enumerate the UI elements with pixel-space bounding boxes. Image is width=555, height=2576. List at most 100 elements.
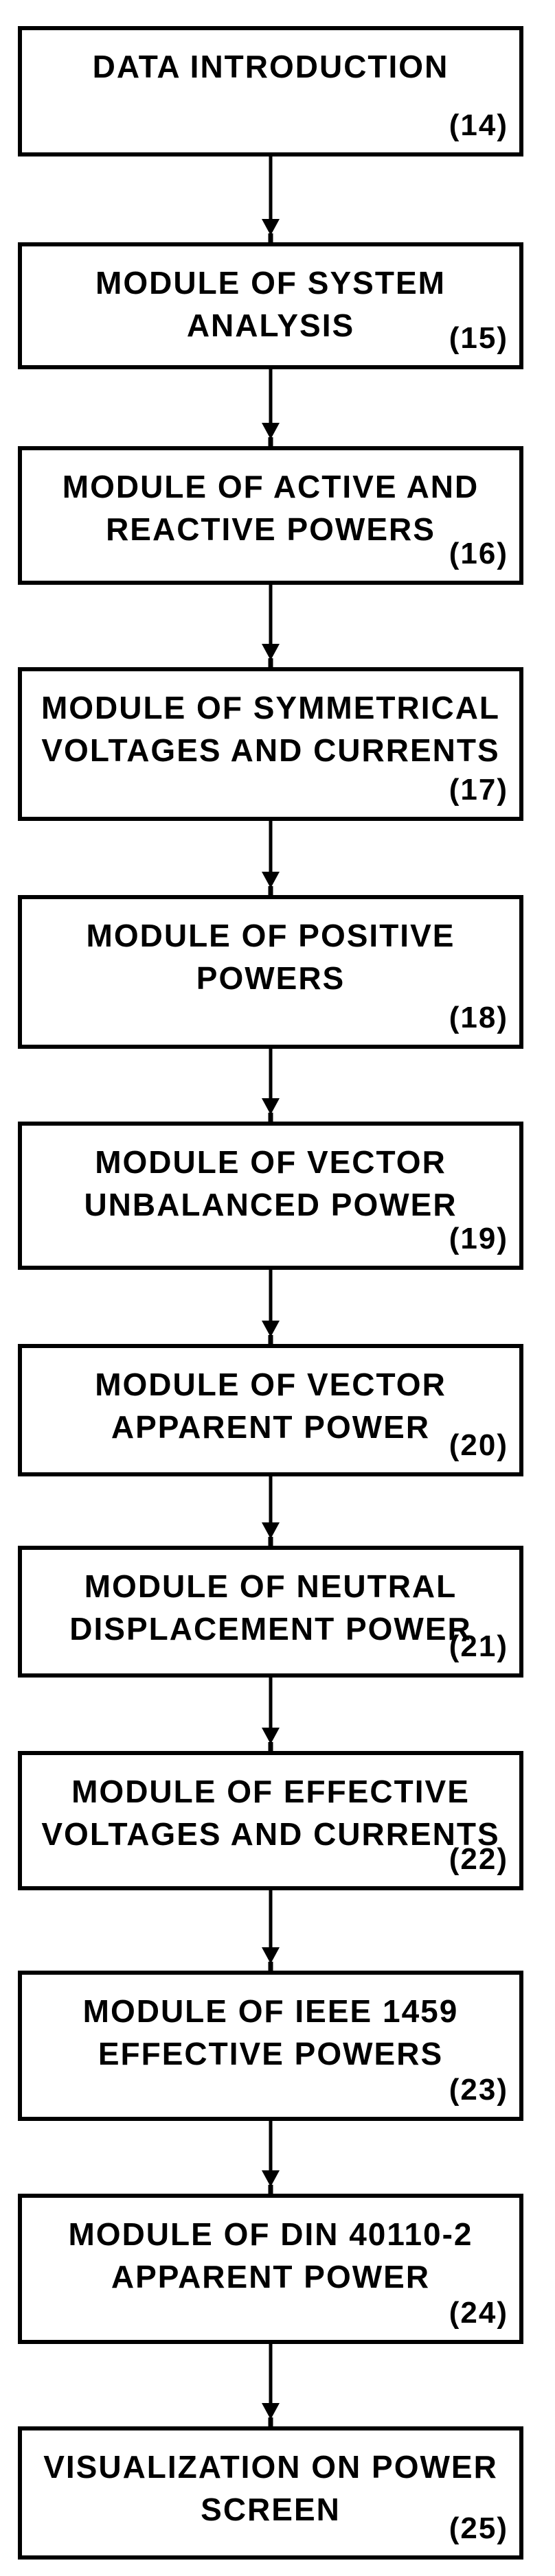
box-title-line: SCREEN xyxy=(201,2492,341,2527)
box-title-line: MODULE OF VECTOR xyxy=(95,1367,446,1402)
box-title-line: EFFECTIVE POWERS xyxy=(98,2036,444,2072)
box-title-line: POWERS xyxy=(196,960,346,996)
arrow-tail xyxy=(268,1113,273,1122)
arrow-stem xyxy=(269,1476,273,1527)
arrow-tail xyxy=(268,2185,273,2194)
box-title: DATA INTRODUCTION xyxy=(22,30,519,88)
arrow-down-icon xyxy=(262,1098,280,1115)
box-title-line: MODULE OF SYSTEM xyxy=(95,265,446,301)
arrow-tail xyxy=(268,233,273,242)
arrow-tail xyxy=(268,1742,273,1751)
connector-arrow xyxy=(257,156,284,242)
arrow-tail xyxy=(268,1537,273,1546)
flow-box-active-reactive-powers: MODULE OF ACTIVE AND REACTIVE POWERS (16… xyxy=(18,446,523,585)
flow-box-positive-powers: MODULE OF POSITIVE POWERS (18) xyxy=(18,895,523,1049)
arrow-stem xyxy=(269,585,273,648)
connector-arrow xyxy=(257,1890,284,1971)
arrow-down-icon xyxy=(262,1321,280,1337)
equation-ref: (20) xyxy=(449,1428,508,1462)
arrow-stem xyxy=(269,1049,273,1102)
box-title-line: MODULE OF EFFECTIVE xyxy=(71,1774,470,1809)
arrow-stem xyxy=(269,156,273,223)
arrow-stem xyxy=(269,369,273,427)
connector-arrow xyxy=(257,1270,284,1344)
box-title-line: VISUALIZATION ON POWER xyxy=(43,2449,498,2485)
arrow-tail xyxy=(268,886,273,895)
equation-ref: (24) xyxy=(449,2296,508,2330)
flow-box-visualization-power-screen: VISUALIZATION ON POWER SCREEN (25) xyxy=(18,2426,523,2560)
arrow-down-icon xyxy=(262,219,280,235)
box-title: MODULE OF VECTOR APPARENT POWER xyxy=(22,1348,519,1448)
flow-box-effective-voltages-currents: MODULE OF EFFECTIVE VOLTAGES AND CURRENT… xyxy=(18,1751,523,1890)
arrow-down-icon xyxy=(262,1947,280,1964)
box-title: VISUALIZATION ON POWER SCREEN xyxy=(22,2430,519,2531)
arrow-down-icon xyxy=(262,423,280,439)
flow-box-neutral-displacement-power: MODULE OF NEUTRAL DISPLACEMENT POWER (21… xyxy=(18,1546,523,1678)
arrow-stem xyxy=(269,2344,273,2407)
box-title: MODULE OF SYSTEM ANALYSIS xyxy=(22,246,519,347)
box-title: MODULE OF ACTIVE AND REACTIVE POWERS xyxy=(22,450,519,550)
box-title-line: MODULE OF SYMMETRICAL xyxy=(41,690,501,726)
arrow-down-icon xyxy=(262,1728,280,1744)
arrow-down-icon xyxy=(262,872,280,888)
arrow-down-icon xyxy=(262,2170,280,2187)
arrow-stem xyxy=(269,2121,273,2174)
arrow-stem xyxy=(269,1890,273,1951)
connector-arrow xyxy=(257,369,284,446)
arrow-down-icon xyxy=(262,2403,280,2420)
box-title-line: MODULE OF DIN 40110-2 xyxy=(68,2216,473,2252)
box-title-line: UNBALANCED POWER xyxy=(84,1187,457,1222)
flow-box-data-introduction: DATA INTRODUCTION (14) xyxy=(18,26,523,156)
connector-arrow xyxy=(257,1049,284,1122)
equation-ref: (22) xyxy=(449,1842,508,1876)
box-title-line: APPARENT POWER xyxy=(111,2259,431,2295)
box-title-line: MODULE OF VECTOR xyxy=(95,1144,446,1180)
box-title: MODULE OF POSITIVE POWERS xyxy=(22,899,519,999)
box-title-line: VOLTAGES AND CURRENTS xyxy=(41,732,500,768)
box-title: MODULE OF EFFECTIVE VOLTAGES AND CURRENT… xyxy=(22,1755,519,1855)
flow-box-symmetrical-voltages-currents: MODULE OF SYMMETRICAL VOLTAGES AND CURRE… xyxy=(18,667,523,821)
box-title: MODULE OF DIN 40110-2 APPARENT POWER xyxy=(22,2198,519,2298)
box-title: MODULE OF SYMMETRICAL VOLTAGES AND CURRE… xyxy=(22,671,519,771)
flow-box-system-analysis: MODULE OF SYSTEM ANALYSIS (15) xyxy=(18,242,523,369)
equation-ref: (23) xyxy=(449,2073,508,2107)
box-title-line: MODULE OF ACTIVE AND xyxy=(62,469,479,504)
arrow-stem xyxy=(269,821,273,876)
equation-ref: (18) xyxy=(449,1001,508,1034)
arrow-down-icon xyxy=(262,1522,280,1539)
flow-box-din-40110-2-apparent-power: MODULE OF DIN 40110-2 APPARENT POWER (24… xyxy=(18,2194,523,2344)
arrow-tail xyxy=(268,2417,273,2426)
equation-ref: (15) xyxy=(449,321,508,355)
arrow-tail xyxy=(268,1962,273,1971)
flow-box-vector-apparent-power: MODULE OF VECTOR APPARENT POWER (20) xyxy=(18,1344,523,1476)
flow-box-vector-unbalanced-power: MODULE OF VECTOR UNBALANCED POWER (19) xyxy=(18,1122,523,1270)
connector-arrow xyxy=(257,585,284,667)
arrow-stem xyxy=(269,1270,273,1325)
equation-ref: (21) xyxy=(449,1629,508,1663)
box-title-line: MODULE OF POSITIVE xyxy=(86,918,455,953)
equation-ref: (17) xyxy=(449,773,508,807)
flowchart-column: DATA INTRODUCTION (14) MODULE OF SYSTEM … xyxy=(18,26,523,2560)
box-title-line: MODULE OF IEEE 1459 xyxy=(82,1993,459,2029)
connector-arrow xyxy=(257,1476,284,1546)
connector-arrow xyxy=(257,1678,284,1751)
equation-ref: (25) xyxy=(449,2511,508,2545)
equation-ref: (14) xyxy=(449,108,508,142)
box-title-line: MODULE OF NEUTRAL xyxy=(84,1568,457,1604)
connector-arrow xyxy=(257,821,284,895)
box-title: MODULE OF VECTOR UNBALANCED POWER xyxy=(22,1126,519,1226)
equation-ref: (19) xyxy=(449,1222,508,1255)
arrow-down-icon xyxy=(262,644,280,660)
box-title-line: VOLTAGES AND CURRENTS xyxy=(41,1816,500,1852)
arrow-tail xyxy=(268,437,273,446)
box-title: MODULE OF NEUTRAL DISPLACEMENT POWER xyxy=(22,1550,519,1650)
connector-arrow xyxy=(257,2344,284,2426)
flow-box-ieee-1459-effective-powers: MODULE OF IEEE 1459 EFFECTIVE POWERS (23… xyxy=(18,1971,523,2121)
box-title-line: DISPLACEMENT POWER xyxy=(69,1611,472,1647)
box-title-line: APPARENT POWER xyxy=(111,1409,431,1445)
arrow-tail xyxy=(268,1335,273,1344)
connector-arrow xyxy=(257,2121,284,2194)
arrow-tail xyxy=(268,658,273,667)
box-title-line: ANALYSIS xyxy=(186,308,355,343)
